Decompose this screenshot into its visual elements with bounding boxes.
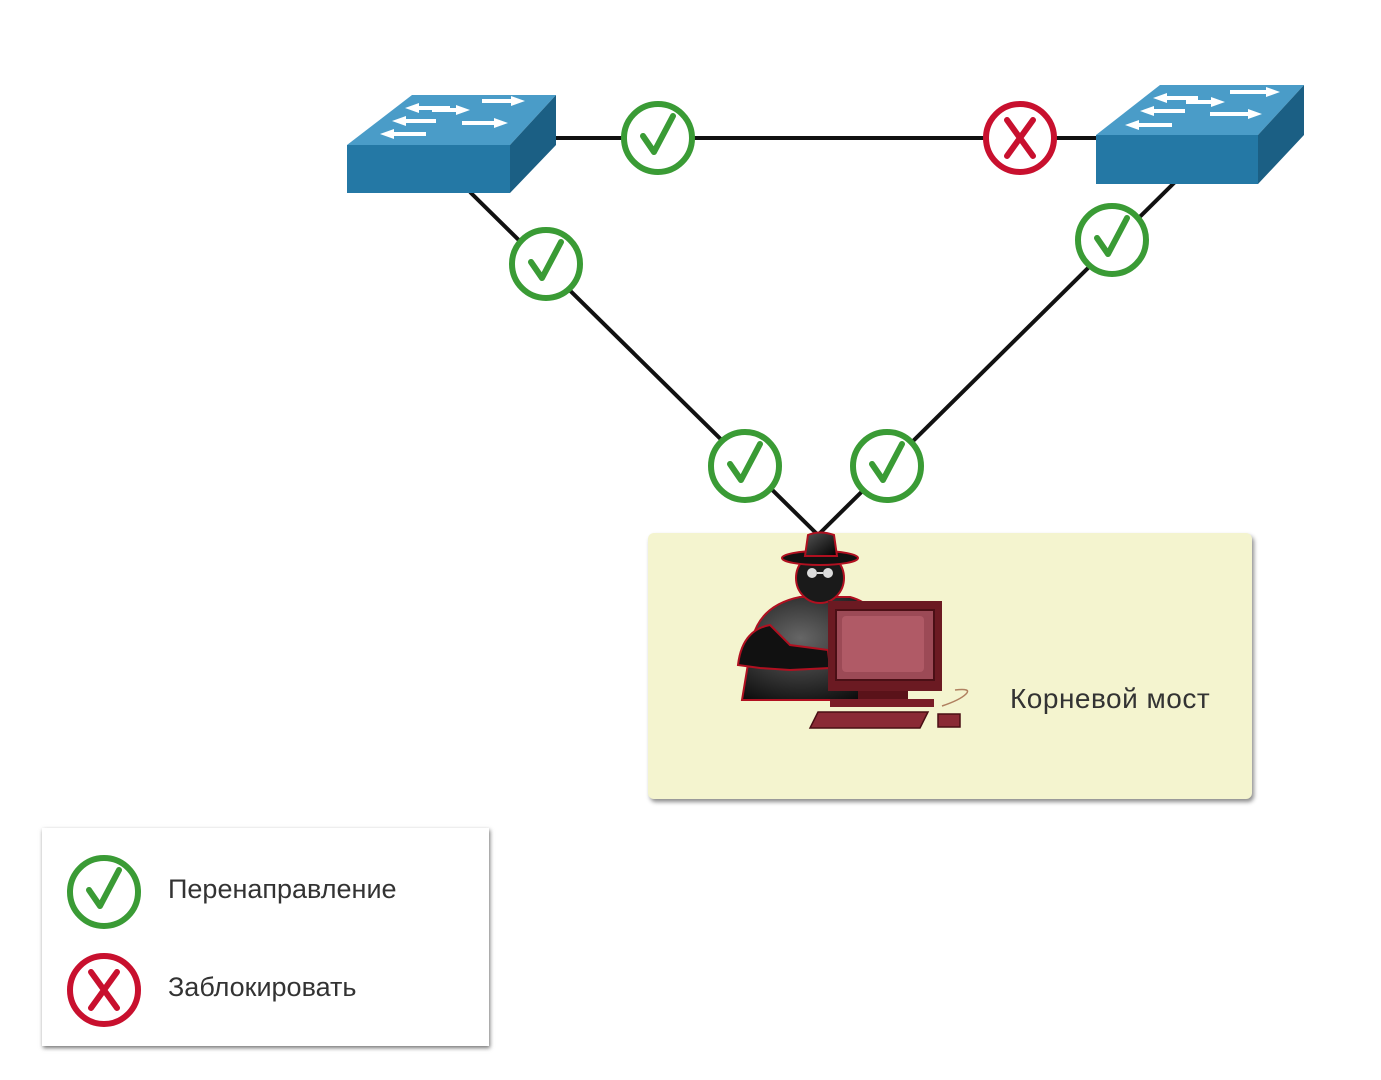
links xyxy=(468,136,1177,537)
blocking-x-icon xyxy=(983,101,1057,175)
legend-label-blocking: Заблокировать xyxy=(168,972,357,1002)
root-bridge-label: Корневой мост xyxy=(1010,683,1211,714)
forwarding-check-icon xyxy=(708,429,782,503)
port-status-markers xyxy=(509,101,1149,503)
switch-icon xyxy=(347,95,556,193)
forwarding-check-icon xyxy=(509,227,583,301)
forwarding-check-icon xyxy=(621,101,695,175)
x-icon xyxy=(67,953,141,1027)
forwarding-check-icon xyxy=(1075,203,1149,277)
legend: Перенаправление Заблокировать xyxy=(42,828,489,1046)
forwarding-check-icon xyxy=(850,429,924,503)
legend-item-blocking: Заблокировать xyxy=(42,950,489,1030)
attacker-icon xyxy=(736,531,969,729)
legend-item-forwarding: Перенаправление xyxy=(42,852,489,932)
switch-icon xyxy=(1096,85,1304,184)
legend-label-forwarding: Перенаправление xyxy=(168,874,397,904)
check-icon xyxy=(67,855,141,929)
